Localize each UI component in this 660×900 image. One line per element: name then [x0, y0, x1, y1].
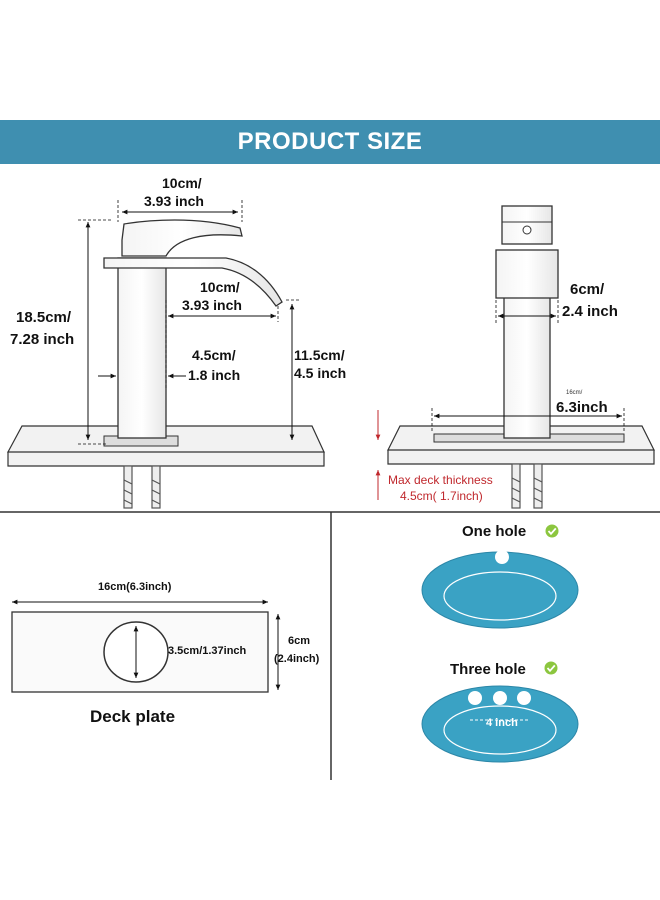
spout-collar-side: [495, 249, 559, 299]
installation-options: One hole Three hole 4 inch: [421, 523, 579, 763]
spout: [103, 257, 283, 307]
faucet-body-side: [503, 295, 551, 439]
three-hole-sink: 4 inch: [421, 685, 579, 763]
faucet-hole-center: [493, 691, 507, 705]
deck-thickness-value: 4.5cm( 1.7inch): [400, 489, 483, 503]
faucet-body-front: [117, 257, 167, 439]
deck-plate-caption: Deck plate: [90, 707, 175, 726]
handle: [121, 219, 243, 257]
check-circle-icon: [545, 524, 559, 538]
check-circle-icon: [544, 661, 558, 675]
total-height-label-1: 18.5cm/: [16, 309, 72, 326]
body-width-label-2: 1.8 inch: [188, 367, 240, 383]
plate-small-label: 16cm/: [566, 390, 583, 396]
deck-width-label-2: (2.4inch): [274, 653, 320, 665]
body-depth-label-1: 6cm/: [570, 281, 605, 298]
faucet-hole-right: [517, 691, 531, 705]
three-hole-label: Three hole: [450, 661, 526, 678]
spout-height-label-1: 11.5cm/: [294, 347, 345, 363]
spout-reach-label-1: 10cm/: [200, 279, 240, 295]
spout-length-label-1: 10cm/: [162, 175, 202, 191]
deck-length-label: 16cm(6.3inch): [98, 581, 172, 593]
spout-height-label-2: 4.5 inch: [294, 365, 346, 381]
body-width-label-1: 4.5cm/: [192, 347, 236, 363]
faucet-hole-left: [468, 691, 482, 705]
front-view: 10cm/ 3.93 inch 18.5cm/ 7.28 inch 10cm/ …: [6, 175, 346, 509]
one-hole-label: One hole: [462, 523, 526, 540]
deck-thickness-title: Max deck thickness: [388, 473, 493, 487]
deck-plate-drawing: 16cm(6.3inch) 3.5cm/1.37inch 6cm (2.4inc…: [11, 581, 320, 726]
title-banner: PRODUCT SIZE: [0, 120, 660, 164]
hole-diameter-label: 3.5cm/1.37inch: [168, 645, 247, 657]
hole-spacing-label: 4 inch: [486, 717, 518, 729]
supply-lines-side: [511, 463, 543, 509]
handle-screw: [522, 225, 532, 235]
page-title: PRODUCT SIZE: [237, 128, 423, 155]
one-hole-sink: [421, 550, 579, 629]
total-height-label-2: 7.28 inch: [10, 331, 74, 348]
handle-side: [501, 205, 553, 245]
plate-length-label: 6.3inch: [556, 399, 608, 416]
spout-length-label-2: 3.93 inch: [144, 193, 204, 209]
body-depth-label-2: 2.4 inch: [562, 303, 618, 320]
faucet-hole: [495, 550, 509, 564]
supply-lines-front: [123, 465, 161, 509]
spout-reach-label-2: 3.93 inch: [182, 297, 242, 313]
side-view: 6cm/ 2.4 inch 16cm/ 6.3inch Max deck thi…: [375, 205, 655, 509]
deck-width-label-1: 6cm: [288, 635, 310, 647]
